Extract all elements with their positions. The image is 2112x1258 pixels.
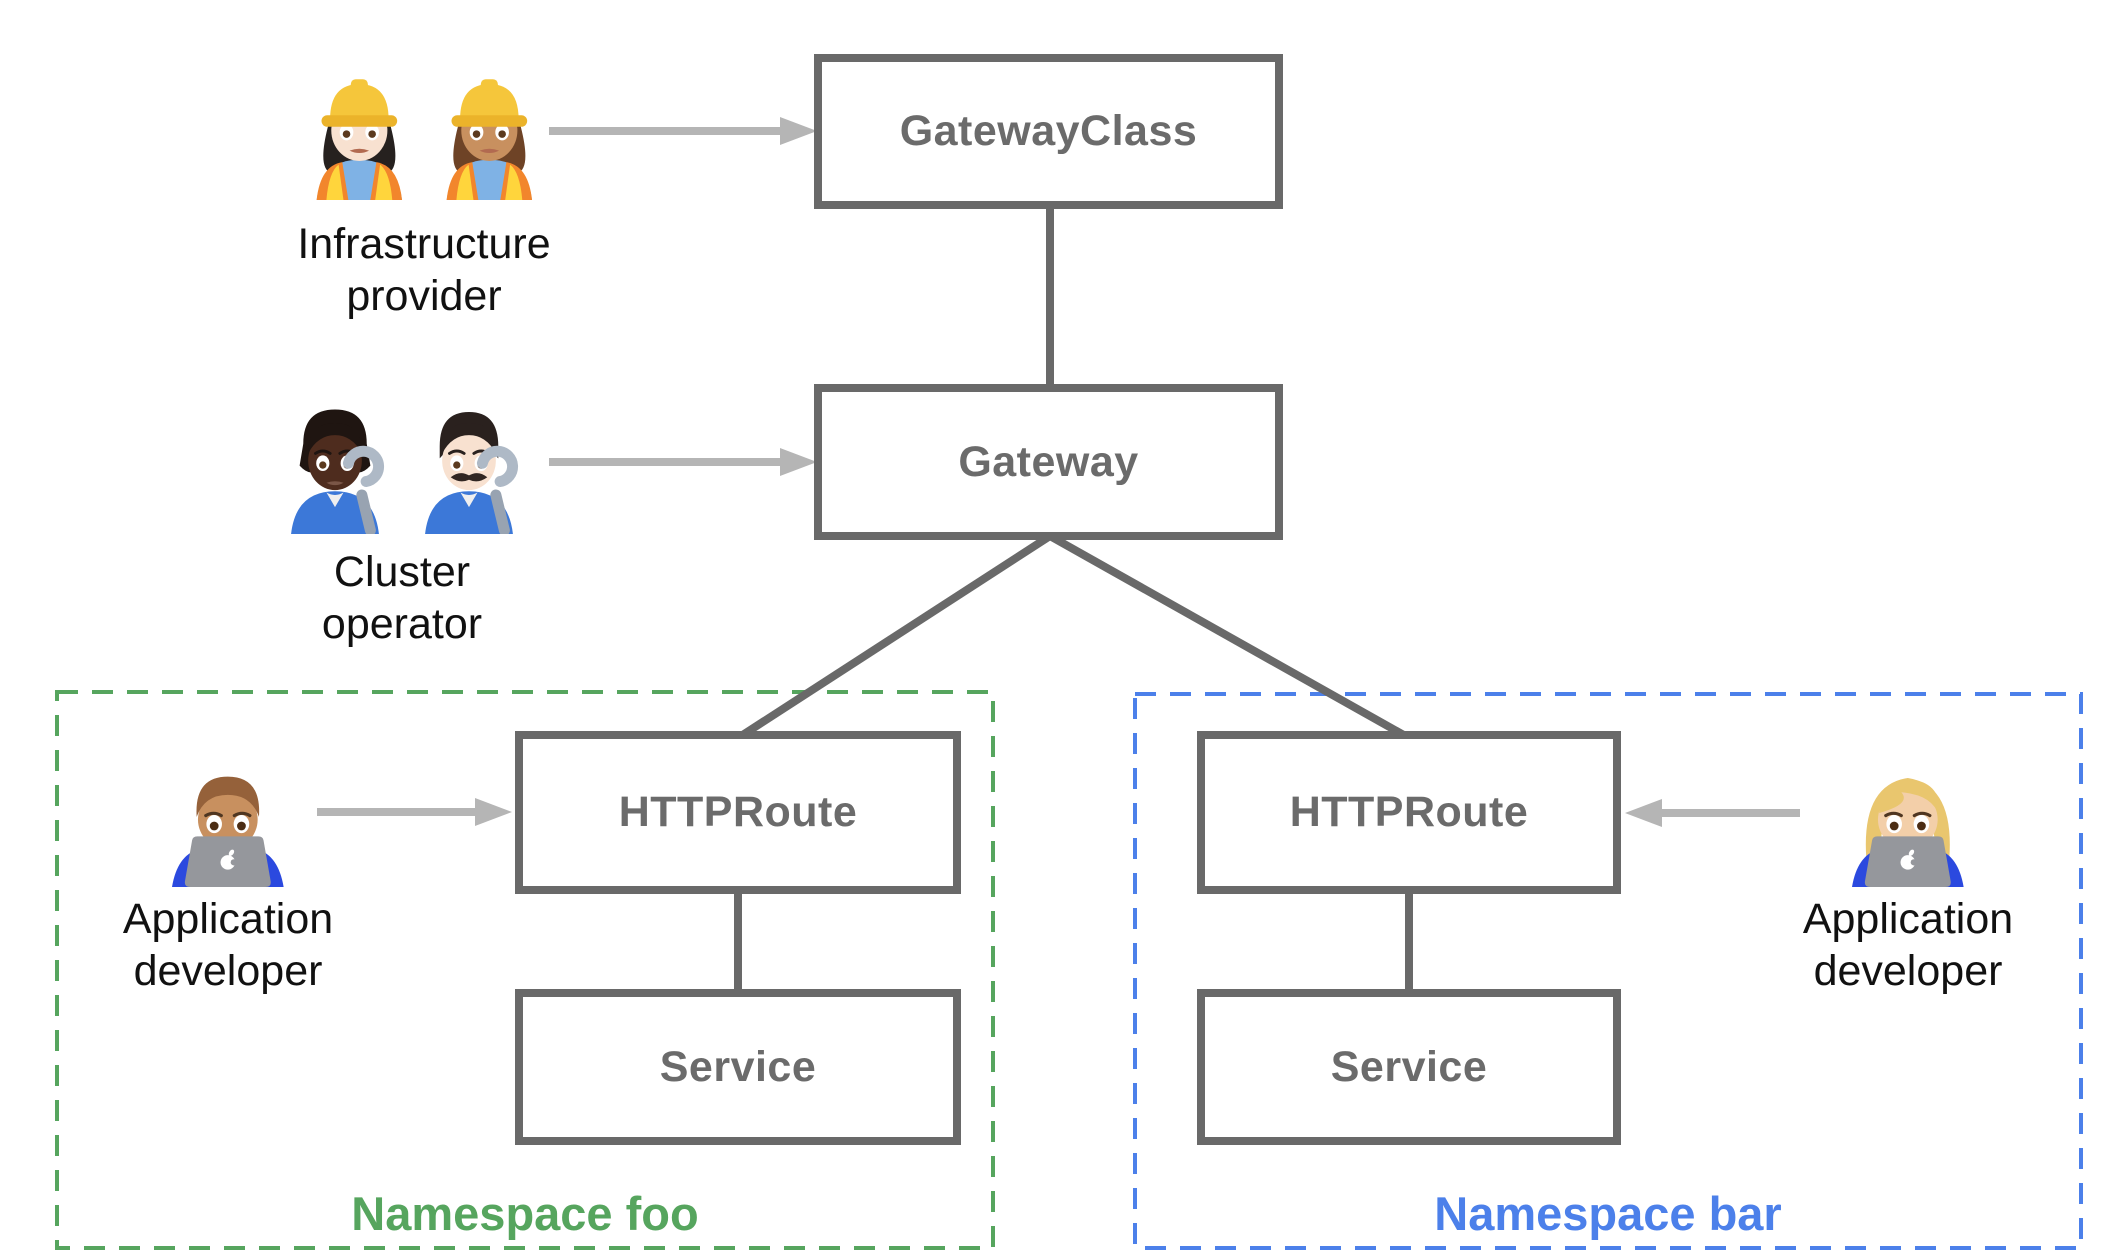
label-line-2: developer bbox=[1813, 947, 2003, 995]
label-line-2: developer bbox=[133, 947, 323, 995]
label-line-1: Application bbox=[1802, 895, 2014, 943]
httproute-bar-node: HTTPRoute bbox=[1197, 731, 1621, 894]
person-mechanic-dark-icon bbox=[273, 390, 397, 534]
infrastructure-provider-label: Infrastructure provider bbox=[297, 218, 550, 322]
namespace-foo-box bbox=[55, 690, 995, 1250]
app-developer-foo-icons bbox=[163, 752, 293, 887]
edge-gateway-httproute-bar bbox=[1048, 532, 1411, 742]
cluster-operator-label: Cluster operator bbox=[322, 546, 482, 650]
edge-gateway-httproute-foo bbox=[735, 532, 1053, 742]
gateway-label: Gateway bbox=[958, 437, 1139, 486]
label-line-1: Infrastructure bbox=[297, 220, 551, 268]
namespace-foo-label: Namespace foo bbox=[351, 1187, 699, 1240]
httproute-foo-node: HTTPRoute bbox=[515, 731, 961, 894]
gateway-node: Gateway bbox=[814, 384, 1283, 540]
app-developer-bar-persona: Application developer bbox=[1803, 752, 2013, 997]
arrow-app-developer-to-httproute-bar bbox=[1625, 799, 1800, 827]
app-developer-foo-label: Application developer bbox=[123, 893, 333, 997]
woman-construction-worker-medium-icon bbox=[428, 56, 550, 200]
woman-construction-worker-light-icon bbox=[298, 56, 420, 200]
service-bar-label: Service bbox=[1330, 1042, 1488, 1091]
label-line-1: Application bbox=[122, 895, 334, 943]
gatewayclass-node: GatewayClass bbox=[814, 54, 1283, 209]
label-line-2: provider bbox=[346, 272, 502, 320]
infrastructure-provider-icons bbox=[298, 56, 550, 200]
service-foo-label: Service bbox=[659, 1042, 817, 1091]
man-mechanic-light-icon bbox=[407, 390, 531, 534]
man-technologist-icon bbox=[163, 752, 293, 887]
woman-technologist-icon bbox=[1843, 752, 1973, 887]
app-developer-bar-icons bbox=[1843, 752, 1973, 887]
arrow-app-developer-to-httproute-foo bbox=[317, 798, 512, 826]
service-bar-node: Service bbox=[1197, 989, 1621, 1145]
httproute-bar-label: HTTPRoute bbox=[1289, 788, 1529, 836]
cluster-operator-persona: Cluster operator bbox=[273, 390, 531, 650]
cluster-operator-icons bbox=[273, 390, 531, 534]
arrow-cluster-operator-to-gateway bbox=[549, 448, 817, 476]
label-line-1: Cluster bbox=[333, 548, 471, 596]
namespace-bar-box bbox=[1133, 692, 2083, 1250]
infrastructure-provider-persona: Infrastructure provider bbox=[297, 56, 551, 322]
service-foo-node: Service bbox=[515, 989, 961, 1145]
label-line-2: operator bbox=[321, 600, 483, 648]
app-developer-bar-label: Application developer bbox=[1803, 893, 2013, 997]
gatewayclass-label: GatewayClass bbox=[899, 107, 1198, 155]
app-developer-foo-persona: Application developer bbox=[123, 752, 333, 997]
namespace-bar-label: Namespace bar bbox=[1434, 1187, 1782, 1240]
httproute-foo-label: HTTPRoute bbox=[618, 788, 858, 836]
arrow-infrastructure-provider-to-gatewayclass bbox=[549, 117, 817, 145]
